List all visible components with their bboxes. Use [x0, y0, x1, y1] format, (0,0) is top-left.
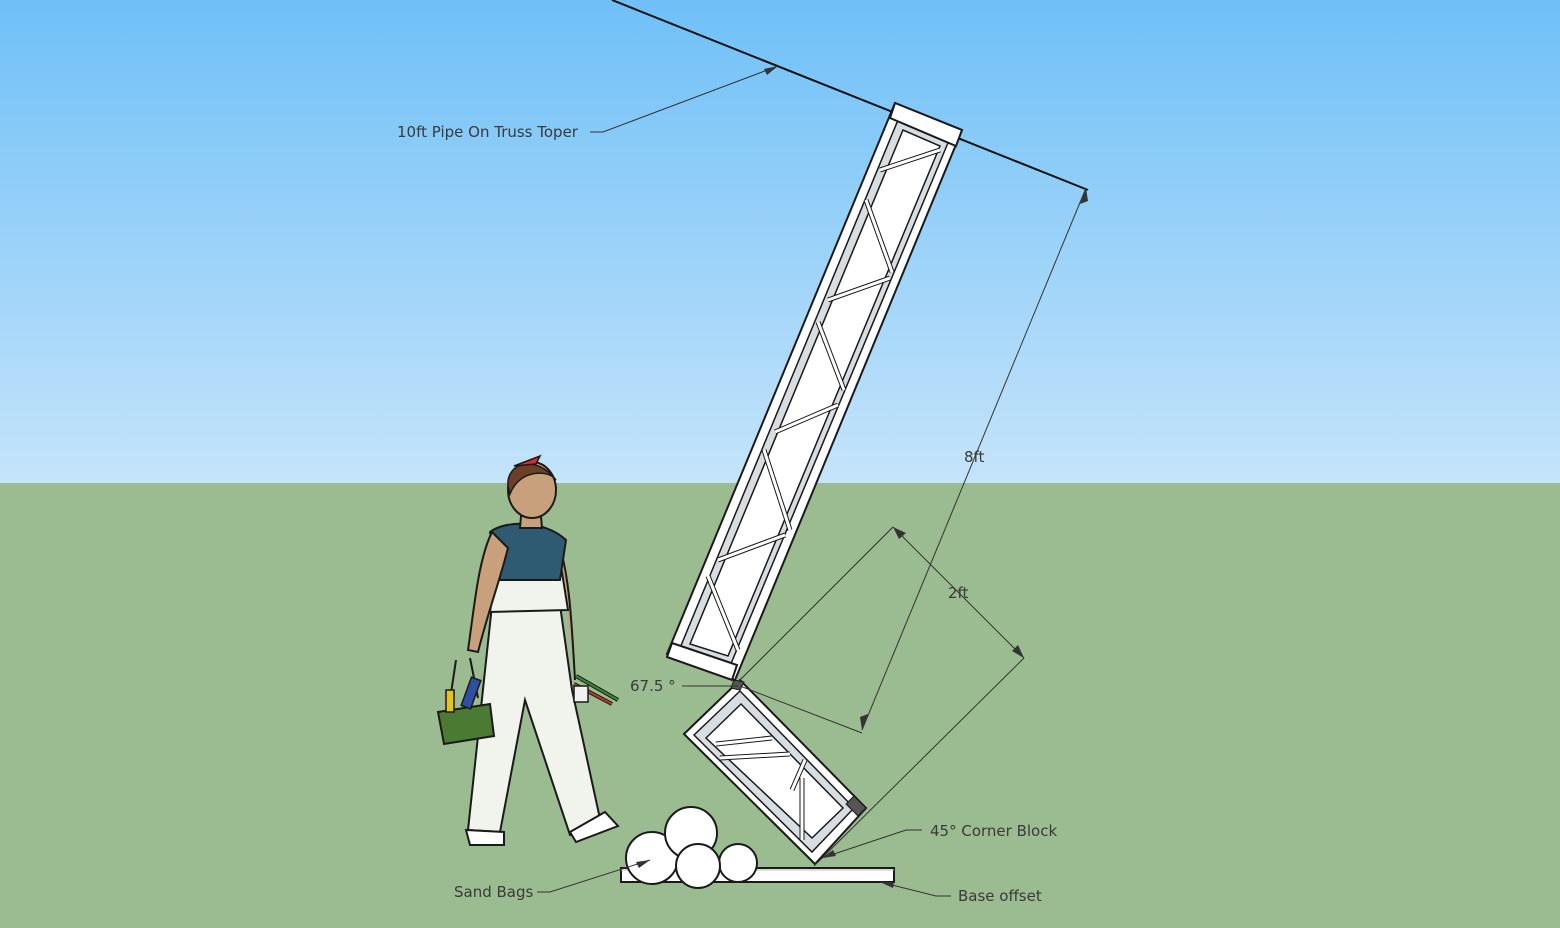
lower-truss-section: [682, 678, 868, 866]
sand-bags: [625, 806, 758, 889]
sand-bags-label: Sand Bags: [454, 883, 534, 901]
dimension-8ft-label: 8ft: [964, 448, 985, 466]
sand-bags-callout: [537, 859, 651, 893]
worker-figure: [436, 454, 620, 846]
sand-bag: [675, 843, 721, 889]
corner-block-label: 45° Corner Block: [930, 822, 1057, 840]
dimension-2ft: [737, 526, 1025, 867]
upright-truss: [665, 101, 964, 682]
angle-leader-2: [739, 685, 863, 734]
corner-block-callout: [821, 829, 922, 859]
pipe: [611, 0, 1089, 191]
dimension-2ft-label: 2ft: [948, 584, 969, 602]
pipe-callout: [590, 65, 779, 133]
base-offset-callout: [879, 881, 951, 897]
base-offset-label: Base offset: [958, 887, 1042, 905]
hand-tools: [573, 674, 619, 706]
tool-bag: [436, 657, 496, 746]
dimension-8ft: [860, 187, 1088, 731]
pipe-label: 10ft Pipe On Truss Toper: [397, 123, 579, 141]
angle-label: 67.5 °: [630, 677, 676, 695]
sand-bag: [718, 843, 758, 883]
